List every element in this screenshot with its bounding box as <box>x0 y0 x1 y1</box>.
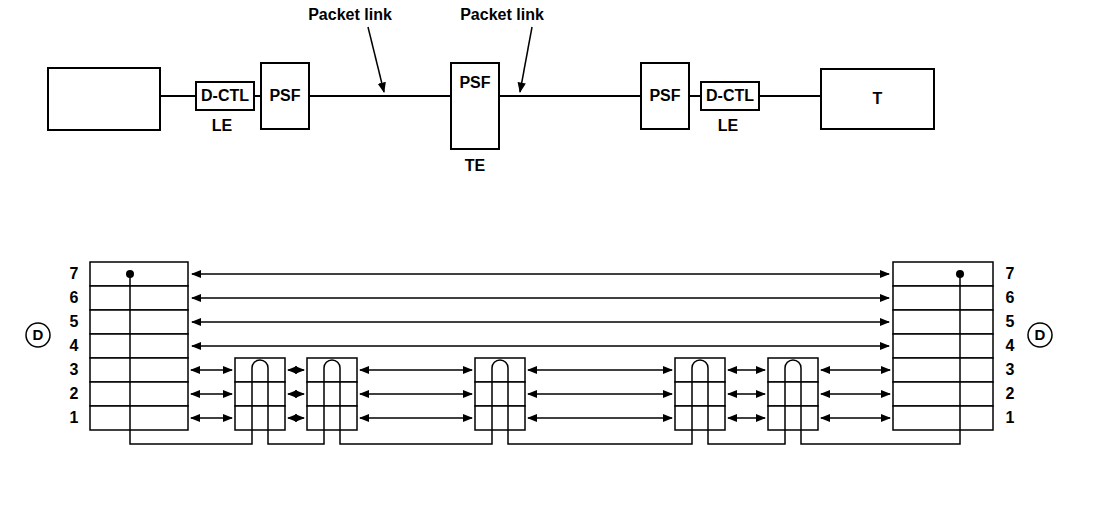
layer-number: 4 <box>70 337 79 355</box>
layer-cell <box>90 262 188 286</box>
hop-arrow <box>821 369 890 371</box>
relay-layer-cell <box>475 406 525 430</box>
layer-cell <box>893 262 993 286</box>
link-label: Packet link <box>308 6 392 24</box>
layer-cell <box>90 334 188 358</box>
layer-number: 1 <box>70 409 79 427</box>
process-box: T <box>820 68 935 130</box>
layer-cell <box>893 334 993 358</box>
layer-number: 6 <box>1006 289 1015 307</box>
process-box: PSF <box>450 62 500 150</box>
layer-cell <box>90 382 188 406</box>
hop-arrow <box>360 393 472 395</box>
hop-arrow <box>821 417 890 419</box>
hop-arrow <box>728 393 765 395</box>
hop-arrow <box>821 393 890 395</box>
physical-path <box>130 274 960 444</box>
box-label: PSF <box>459 74 490 92</box>
layer-number: 7 <box>70 265 79 283</box>
layer-cell <box>893 358 993 382</box>
layer-number: 3 <box>70 361 79 379</box>
process-box: D-CTL <box>700 81 760 111</box>
packet-link-line <box>690 95 700 97</box>
endpoint-dot <box>126 270 134 278</box>
layer-number: 4 <box>1006 337 1015 355</box>
hop-arrow <box>528 369 672 371</box>
layer-number: 2 <box>1006 385 1015 403</box>
exchange-label: LE <box>718 117 738 135</box>
box-label: PSF <box>649 87 680 105</box>
domain-label: D <box>1035 327 1046 344</box>
layer-cell <box>893 286 993 310</box>
relay-layer-cell <box>675 382 725 406</box>
relay-layer-cell <box>768 406 818 430</box>
link-label: Packet link <box>460 6 544 24</box>
endpoint-dot <box>956 270 964 278</box>
packet-link-line <box>310 95 450 97</box>
hop-arrow <box>288 393 304 395</box>
relay-layer-cell <box>307 382 357 406</box>
box-label: T <box>873 90 883 108</box>
hop-arrow <box>528 393 672 395</box>
layer-number: 1 <box>1006 409 1015 427</box>
peer-arrow <box>192 345 889 347</box>
packet-link-line <box>760 95 820 97</box>
relay-layer-cell <box>675 358 725 382</box>
layer-number: 5 <box>1006 313 1015 331</box>
relay-layer-cell <box>768 382 818 406</box>
peer-arrow <box>192 297 889 299</box>
process-box: PSF <box>260 62 310 130</box>
layer-cell <box>90 406 188 430</box>
relay-layer-cell <box>475 382 525 406</box>
domain-circle <box>1028 323 1052 347</box>
layer-number: 2 <box>70 385 79 403</box>
layer-cell <box>90 358 188 382</box>
hop-arrow <box>191 417 232 419</box>
hop-arrow <box>360 369 472 371</box>
hop-arrow <box>360 417 472 419</box>
layer-cell <box>893 382 993 406</box>
layer-number: 6 <box>70 289 79 307</box>
packet-link-line <box>500 95 640 97</box>
relay-layer-cell <box>235 382 285 406</box>
layer-number: 3 <box>1006 361 1015 379</box>
relay-layer-cell <box>235 358 285 382</box>
exchange-label: LE <box>212 117 232 135</box>
box-label: D-CTL <box>201 87 249 105</box>
peer-arrow <box>192 321 889 323</box>
relay-layer-cell <box>768 358 818 382</box>
hop-arrow <box>728 369 765 371</box>
hop-arrow <box>728 417 765 419</box>
process-box: PSF <box>640 62 690 130</box>
hop-arrow <box>191 393 232 395</box>
layer-cell <box>90 310 188 334</box>
box-label: PSF <box>269 87 300 105</box>
box-label: D-CTL <box>706 87 754 105</box>
process-box: D-CTL <box>195 81 255 111</box>
domain-label: D <box>33 327 44 344</box>
peer-arrow <box>192 273 889 275</box>
domain-circle <box>26 323 50 347</box>
relay-layer-cell <box>235 406 285 430</box>
leader-arrow <box>368 27 384 92</box>
layer-cell <box>893 406 993 430</box>
relay-layer-cell <box>307 406 357 430</box>
hop-arrow <box>288 369 304 371</box>
access-line <box>160 95 195 97</box>
hop-arrow <box>288 417 304 419</box>
exchange-label: TE <box>465 157 485 175</box>
hop-arrow <box>528 417 672 419</box>
layer-number: 5 <box>70 313 79 331</box>
relay-layer-cell <box>675 406 725 430</box>
terminal-box <box>48 68 160 130</box>
relay-layer-cell <box>307 358 357 382</box>
relay-layer-cell <box>475 358 525 382</box>
layer-number: 7 <box>1006 265 1015 283</box>
leader-arrow <box>520 27 532 92</box>
hop-arrow <box>191 369 232 371</box>
layer-cell <box>90 286 188 310</box>
layer-cell <box>893 310 993 334</box>
